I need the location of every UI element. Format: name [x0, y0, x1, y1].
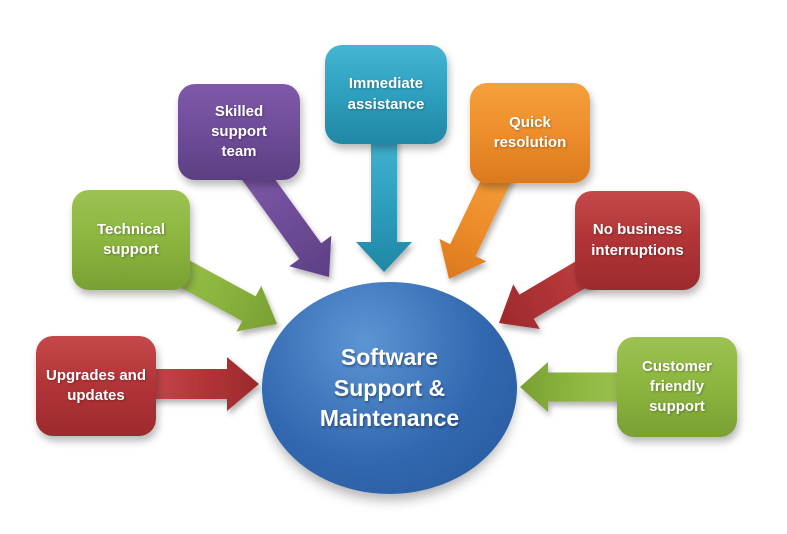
node-immediate-assistance-label: Immediate assistance [347, 75, 425, 113]
node-no-business-interruptions: No business interruptions [575, 191, 700, 290]
node-immediate-assistance: Immediate assistance [325, 45, 447, 144]
node-customer-friendly-support: Customer friendly support [617, 337, 737, 437]
arrow-upgrades-and-updates [148, 357, 259, 411]
node-technical-support: Technical support [72, 190, 190, 290]
node-no-business-interruptions-label: No business interruptions [591, 221, 684, 259]
node-upgrades-and-updates: Upgrades and updates [36, 336, 156, 436]
center-node-label: Software Support & Maintenance [319, 344, 460, 432]
center-node: Software Support & Maintenance [262, 282, 517, 494]
node-technical-support-label: Technical support [96, 220, 166, 258]
node-skilled-support-team: Skilled support team [178, 84, 300, 180]
arrow-immediate-assistance [356, 128, 412, 272]
node-quick-resolution-label: Quick resolution [493, 113, 567, 151]
arrow-customer-friendly-support [520, 362, 627, 412]
node-upgrades-and-updates-label: Upgrades and updates [45, 366, 147, 404]
node-quick-resolution: Quick resolution [470, 83, 590, 183]
node-customer-friendly-support-label: Customer friendly support [641, 357, 712, 416]
node-skilled-support-team-label: Skilled support team [211, 102, 267, 161]
